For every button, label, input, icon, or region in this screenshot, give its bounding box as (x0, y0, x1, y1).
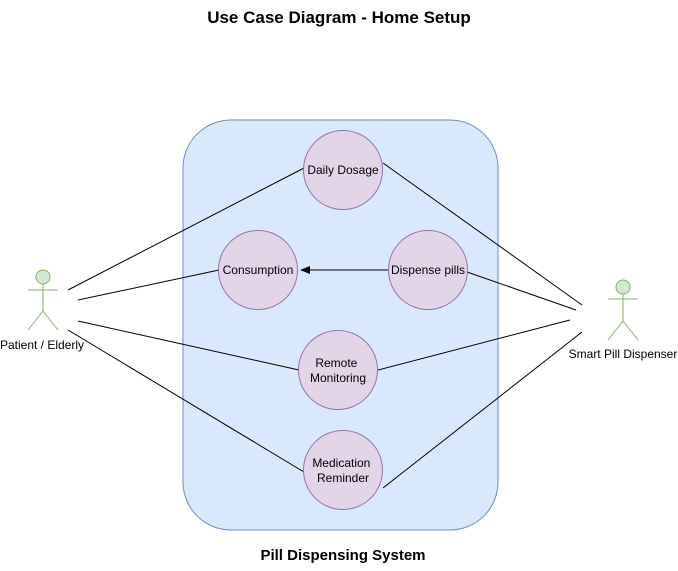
association-dispenser-remote-monitoring (377, 319, 571, 371)
use-case-label-line-1: Medication (312, 456, 370, 470)
diagram-title: Use Case Diagram - Home Setup (207, 8, 471, 27)
use-case-ellipse (303, 130, 383, 210)
association-patient-remote-monitoring (77, 320, 300, 371)
use-case-ellipse (298, 330, 378, 410)
use-case-remote-monitoring[interactable]: Remote Monitoring (298, 330, 378, 410)
svg-text:Dispense pills: Dispense pills (391, 263, 465, 277)
use-case-dispense-pills[interactable]: Dispense pills (388, 230, 468, 310)
association-dispenser-medication-reminder (382, 331, 583, 489)
actor-smart-pill-dispenser[interactable]: Smart Pill Dispenser (569, 279, 678, 361)
actor-patient[interactable]: Patient / Elderly (0, 269, 84, 352)
use-case-daily-dosage[interactable]: Daily Dosage (303, 130, 383, 210)
actor-label: Smart Pill Dispenser (569, 347, 678, 361)
association-patient-medication-reminder (67, 329, 305, 473)
svg-text:Remote Monitoring: Remote Monitoring (310, 356, 366, 385)
use-case-label: Dispense pills (391, 263, 465, 277)
system-label: Pill Dispensing System (260, 547, 425, 564)
association-patient-daily-dosage (67, 167, 305, 291)
svg-text:Daily Dosage: Daily Dosage (307, 163, 379, 177)
actor-label: Patient / Elderly (0, 338, 84, 352)
use-case-label-line-2: Reminder (317, 471, 369, 485)
use-case-label-line-2: Monitoring (310, 371, 366, 385)
system-boundary (182, 119, 499, 531)
use-case-label: Consumption (223, 263, 294, 277)
svg-text:Medication Reminder: Medication Reminder (312, 456, 373, 485)
svg-text:Consumption: Consumption (223, 263, 294, 277)
use-case-label: Daily Dosage (307, 163, 379, 177)
use-case-ellipse (218, 230, 298, 310)
use-case-ellipse (388, 230, 468, 310)
association-patient-consumption (77, 269, 220, 301)
stick-figure-icon (27, 269, 59, 331)
stick-figure-icon (607, 279, 639, 341)
association-dispenser-dispense-pills (466, 271, 577, 311)
use-case-consumption[interactable]: Consumption (218, 230, 298, 310)
use-case-medication-reminder[interactable]: Medication Reminder (303, 430, 383, 510)
use-case-label-line-1: Remote (315, 356, 357, 370)
use-case-ellipse (303, 430, 383, 510)
association-dispenser-daily-dosage (382, 162, 583, 306)
